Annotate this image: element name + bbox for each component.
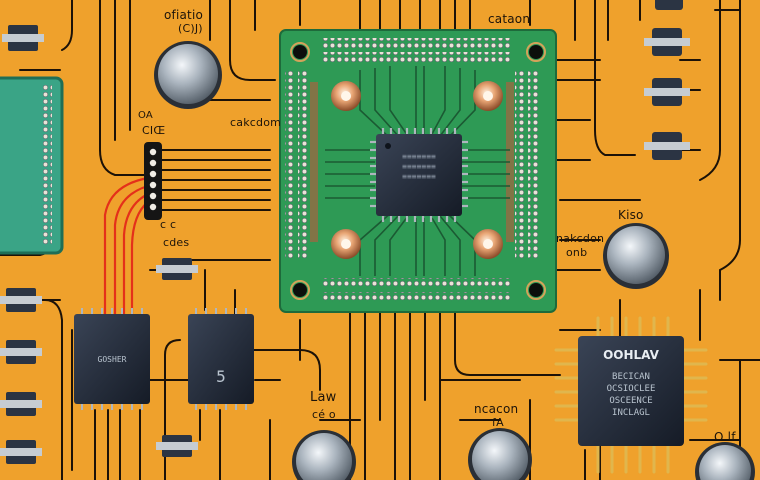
big-ic-line-1: BECICAN	[612, 372, 650, 382]
big-ic-line-2: OCSIOCLEE	[606, 384, 656, 394]
silk-label-bottom-right: O lf	[714, 430, 736, 444]
big-ic-line-4: INCLAGL	[612, 408, 650, 418]
left-smd-components	[0, 25, 198, 464]
silk-label-bottom-mid-sub: cé o	[312, 408, 336, 421]
silk-label-right-mid-1: Kiso	[618, 208, 644, 222]
left-connector	[144, 142, 162, 220]
silk-label-top-center: cataon	[488, 12, 531, 26]
big-ic-line-3: OSCEENCE	[609, 396, 653, 406]
silk-label-right-mid-2: nakcdon	[556, 232, 605, 245]
big-ic	[554, 316, 708, 474]
mcu-marking: ≡≡≡≡≡≡≡ ≡≡≡≡≡≡≡ ≡≡≡≡≡≡≡	[402, 152, 436, 181]
silk-label-top-left-sub: (C)J)	[178, 22, 203, 35]
big-ic-title: OOHLAV	[603, 348, 659, 362]
left-ic	[74, 308, 150, 410]
silk-label-right-mid-3: onb	[566, 246, 588, 259]
silk-label-left-mid-1: OA	[138, 110, 153, 121]
right-smd-components	[644, 0, 690, 160]
silk-label-bottom-mid: Law	[310, 390, 337, 405]
silk-label-left-mid-2: CIŒ	[142, 124, 166, 137]
silk-label-top-left: ofiatio	[164, 8, 204, 22]
left-green-board	[0, 76, 64, 255]
silk-label-bottom-center: ncacon	[474, 402, 519, 416]
mid-ic	[188, 308, 254, 410]
silk-label-left-low-2: cdes	[163, 236, 190, 249]
silk-label-left-low-1: c c	[160, 218, 177, 231]
red-wires	[103, 176, 150, 322]
metal-capacitors	[154, 41, 755, 480]
left-ic-marking: GOSHER	[97, 355, 127, 364]
mid-ic-marking: 5	[216, 367, 226, 386]
microcontroller-module	[279, 29, 557, 313]
silk-label-bottom-center-sub: fA	[492, 416, 504, 429]
mcu-chip	[370, 128, 468, 222]
silk-label-module-side: cakcdom	[230, 116, 282, 129]
